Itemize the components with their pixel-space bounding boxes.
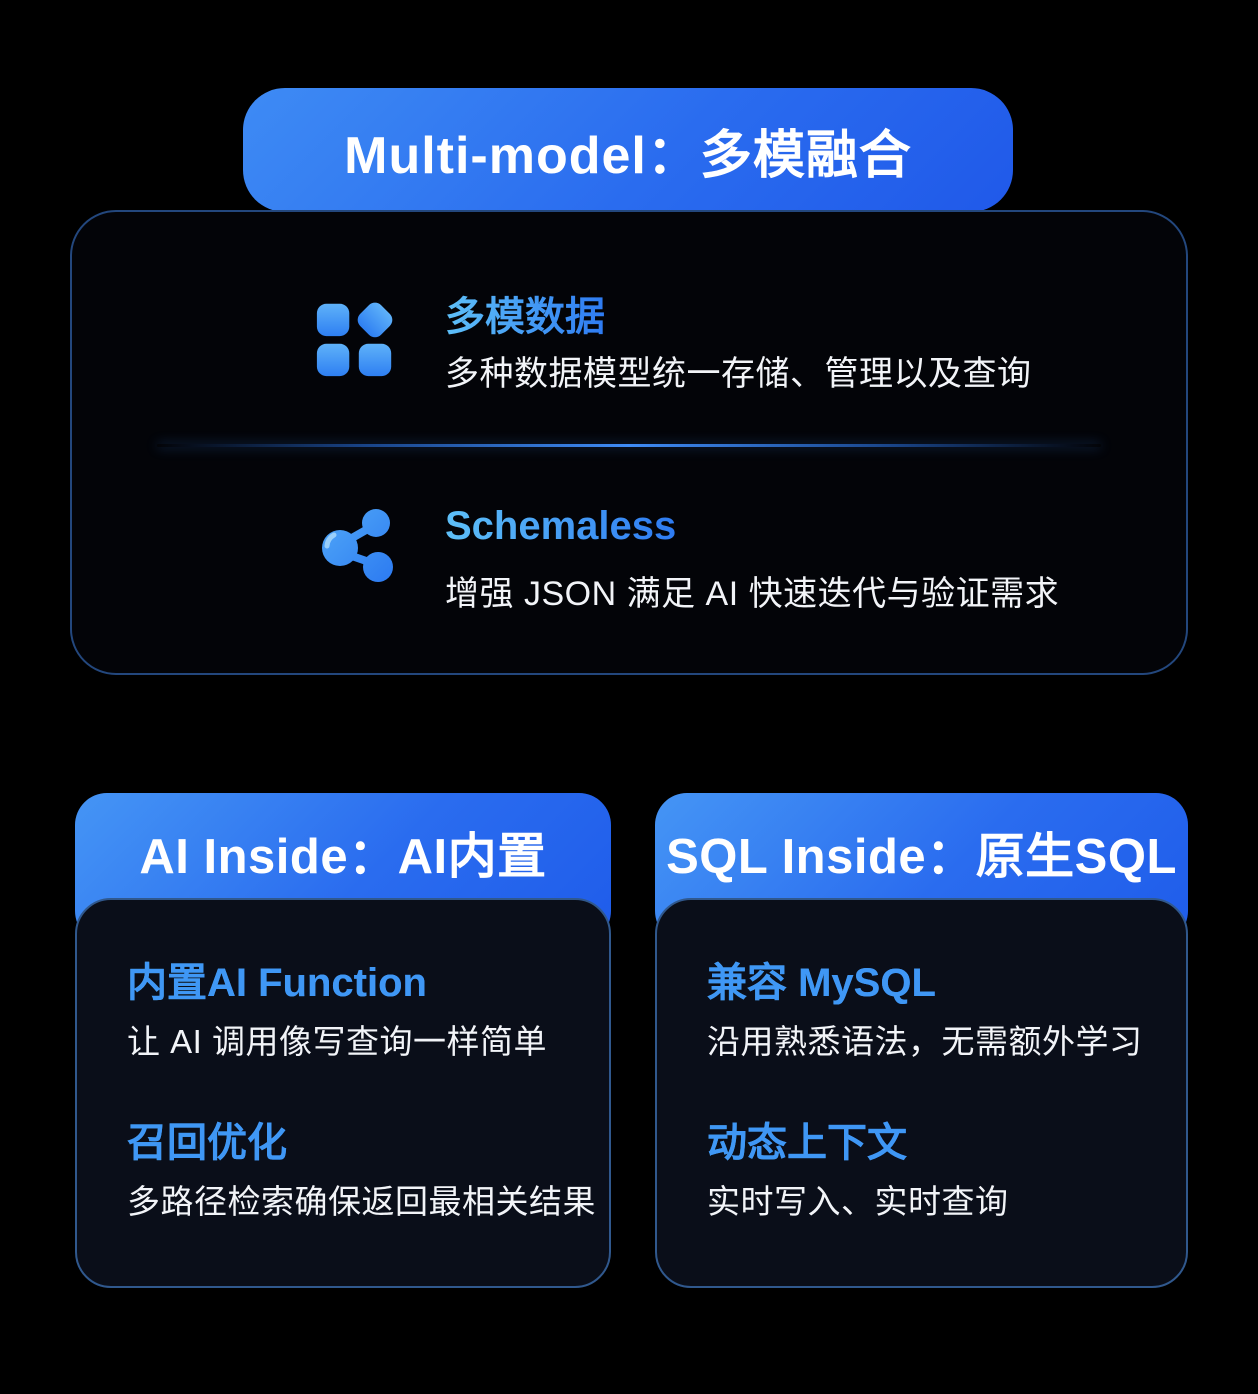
share-nodes-icon — [315, 504, 395, 584]
feature-desc-schemaless: 增强 JSON 满足 AI 快速迭代与验证需求 — [445, 575, 1060, 613]
ai-inside-header-title: AI Inside：AI内置 — [139, 830, 547, 884]
feature-desc-multi-model-data: 多种数据模型统一存储、管理以及查询 — [445, 355, 1032, 393]
ai-inside-body: 内置AI Function 让 AI 调用像写查询一样简单 召回优化 多路径检索… — [75, 898, 611, 1288]
feature-title-multi-model-data: 多模数据 — [445, 284, 605, 342]
feature-title-ai-function: 内置AI Function — [127, 950, 427, 1008]
grid-modules-icon — [315, 298, 395, 378]
multi-model-card: 多模数据 多种数据模型统一存储、管理以及查询 — [70, 210, 1188, 675]
feature-title-recall-optimization: 召回优化 — [127, 1110, 287, 1168]
feature-title-schemaless: Schemaless — [445, 504, 677, 548]
sql-inside-body: 兼容 MySQL 沿用熟悉语法，无需额外学习 动态上下文 实时写入、实时查询 — [655, 898, 1188, 1288]
feature-desc-recall-optimization: 多路径检索确保返回最相关结果 — [127, 1183, 596, 1220]
sql-inside-header-title: SQL Inside：原生SQL — [666, 830, 1177, 884]
feature-title-mysql-compatible: 兼容 MySQL — [707, 950, 936, 1008]
multi-model-banner: Multi-model：多模融合 — [243, 88, 1013, 212]
feature-desc-mysql-compatible: 沿用熟悉语法，无需额外学习 — [707, 1023, 1143, 1060]
feature-desc-ai-function: 让 AI 调用像写查询一样简单 — [127, 1023, 548, 1060]
glow-divider — [157, 444, 1101, 447]
feature-desc-dynamic-context: 实时写入、实时查询 — [707, 1183, 1009, 1220]
feature-title-dynamic-context: 动态上下文 — [707, 1110, 907, 1168]
multi-model-banner-title: Multi-model：多模融合 — [344, 126, 912, 185]
